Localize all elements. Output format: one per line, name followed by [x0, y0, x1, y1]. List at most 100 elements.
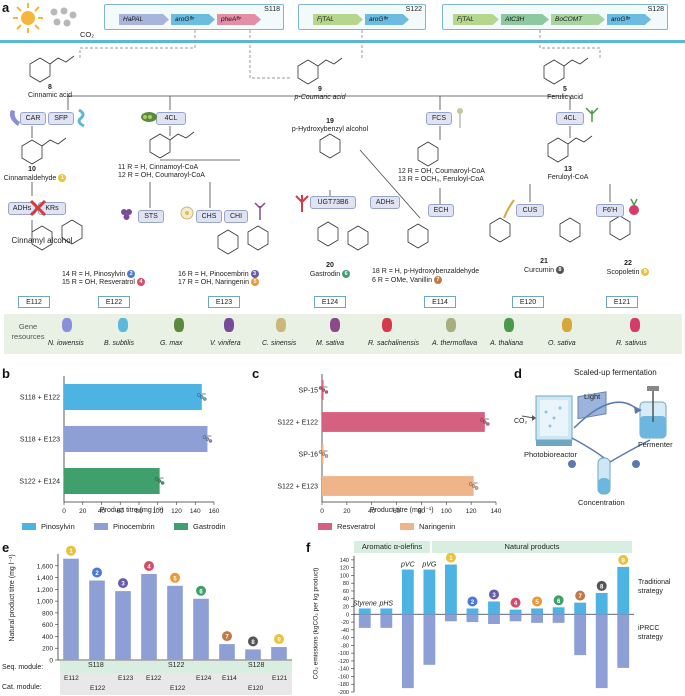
y-tick-label: 100: [340, 573, 349, 579]
compound-13-num: 13: [564, 166, 572, 173]
enzyme-fcs: FCS: [426, 112, 452, 125]
panel-d-concentration: Concentration: [578, 498, 625, 507]
legend-traditional: Traditional strategy: [638, 579, 671, 595]
panel-b-letter: b: [2, 366, 10, 381]
badge-circle: [445, 552, 456, 563]
y-tick-label: 0: [346, 612, 349, 618]
compound-9-name: p-Coumaric acid: [294, 94, 346, 101]
y-tick-label: 600: [42, 622, 53, 629]
enzyme-cus: CUS: [516, 204, 544, 217]
chart-e: 02004006008001,0001,2001,4001,6001234567…: [37, 545, 292, 665]
gene-atc3h: AtC3H: [501, 14, 549, 25]
data-point: [480, 418, 484, 422]
v-vinifera-icon: [121, 209, 132, 220]
bar-product-2: [89, 580, 105, 660]
gene-resource-icon: [62, 318, 72, 332]
module-e114: E114: [424, 296, 456, 308]
bar-product-8: [245, 649, 261, 660]
y-tick-label: -140: [338, 667, 349, 673]
y-tick-label: -20: [341, 620, 349, 626]
y-tick-label: -100: [338, 651, 349, 657]
badge-label: 2: [471, 600, 475, 606]
badge-label: 4: [514, 601, 518, 607]
y-tick-label: 1,400: [37, 575, 54, 582]
cat-e122-top: E122: [146, 675, 162, 682]
gene-arog: aroGᶠᵇʳ: [607, 14, 651, 25]
compound-20-num: 20: [326, 262, 334, 269]
enzyme-4cl-2: 4CL: [556, 112, 584, 125]
badge-circle: [510, 597, 521, 608]
bar-product-9: [271, 647, 287, 660]
gene-resource-icon: [630, 318, 640, 332]
y-tick-label: 140: [340, 558, 349, 564]
x-tick-label: 160: [209, 508, 220, 515]
x-tick-label: 40: [368, 508, 376, 515]
enzyme-adhs-2: ADHs: [370, 196, 400, 209]
enzyme-chi: CHI: [224, 210, 248, 223]
badge-label: 6: [557, 599, 561, 605]
compound-12: 12 R = OH, Coumaroyl-CoA: [118, 172, 205, 179]
bar-iprcc-3: [488, 614, 500, 624]
x-tick-label: 120: [171, 508, 182, 515]
compound-10-num: 10: [28, 166, 36, 173]
compound-8-num: 8: [48, 84, 52, 91]
bar-traditional-pVC: [401, 569, 414, 615]
gene-arog: aroGᶠᵇʳ: [171, 14, 215, 25]
y-tick-label: -40: [341, 628, 349, 634]
legend-gastrodin: Gastrodin: [174, 522, 226, 531]
bar-iprcc-1: [445, 614, 457, 622]
cat-e122-a: E122: [90, 685, 106, 692]
panel-d-fermenter: Fermenter: [638, 440, 673, 449]
badge-label: 2: [95, 571, 99, 577]
data-point: [203, 397, 207, 401]
gene-resource-6: R. sachalinensis: [368, 340, 419, 347]
legend-resveratrol: Resveratrol: [318, 522, 375, 531]
bar-traditional-1: [445, 564, 457, 615]
cinnamyl-alcohol: Cinnamyl alcohol: [11, 236, 73, 245]
seq-s128: S128: [248, 662, 265, 669]
gene-resource-icon: [174, 318, 184, 332]
gene-resource-0: N. iowensis: [48, 340, 84, 347]
badge-circle: [248, 636, 258, 647]
badge-label: 7: [225, 635, 229, 641]
x-tick-label: 100: [441, 508, 452, 515]
category-label: pVC: [400, 562, 416, 569]
badge-circle: [489, 589, 499, 600]
gene-arog: aroGᶠᵇʳ: [365, 14, 409, 25]
data-point: [197, 393, 201, 397]
compound-14: 14 R = H, Pinosylvin 2: [62, 270, 162, 278]
category-label: pVG: [421, 562, 437, 569]
gene-resource-10: R. sativus: [616, 340, 647, 347]
badge-circle: [596, 580, 607, 591]
badge-label: 7: [578, 594, 582, 600]
bar-iprcc-Styrene: [358, 614, 371, 628]
panel-f-letter: f: [306, 540, 311, 555]
gene-bocomt: BoCOMT: [551, 14, 605, 25]
x-tick-label: 140: [491, 508, 502, 515]
badge-circle: [92, 567, 102, 578]
badge-label: 6: [199, 589, 203, 595]
o-sativa-icon: [503, 199, 515, 218]
group-natural-products: Natural products: [432, 541, 632, 553]
bar-traditional-2: [466, 608, 479, 615]
enzyme-ech: ECH: [428, 204, 454, 217]
category-label: S122 + E124: [19, 479, 60, 486]
data-point: [318, 386, 323, 390]
cross-icon: [29, 199, 47, 217]
data-point: [200, 395, 204, 399]
gene-resource-icon: [118, 318, 128, 332]
chart-c-xlabel: Product titre (mg l⁻¹): [370, 507, 434, 514]
bar-iprcc-6: [552, 614, 565, 623]
gene-resource-icon: [446, 318, 456, 332]
strain-label: S128: [647, 6, 664, 13]
panel-d-light: Light: [584, 392, 601, 401]
badge-label: 1: [449, 556, 453, 562]
seq-s122: S122: [168, 662, 185, 669]
badge-circle: [274, 634, 284, 645]
x-tick-label: 120: [466, 508, 477, 515]
x-tick-label: 0: [62, 508, 66, 515]
bar-traditional-7: [574, 602, 587, 615]
compound-18: 18 R = H, p-Hydroxybenzaldehyde: [372, 268, 480, 275]
r-sachalinensis-icon: [295, 195, 309, 212]
